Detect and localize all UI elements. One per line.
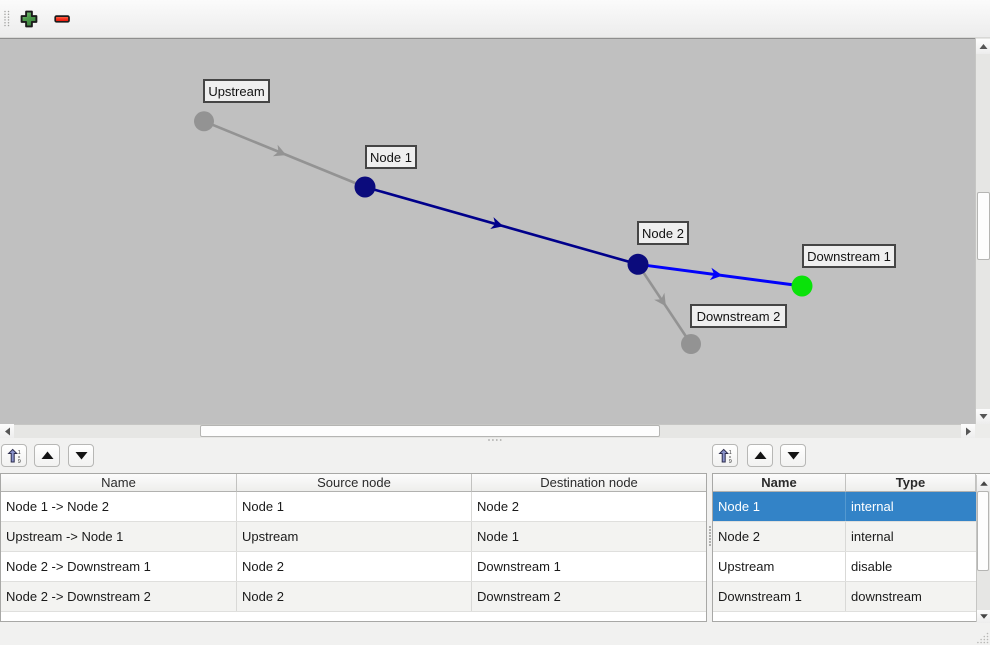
svg-text:1: 1	[729, 450, 732, 456]
svg-text:9: 9	[18, 459, 21, 464]
svg-text:9: 9	[729, 459, 732, 464]
svg-text:1: 1	[18, 450, 21, 456]
